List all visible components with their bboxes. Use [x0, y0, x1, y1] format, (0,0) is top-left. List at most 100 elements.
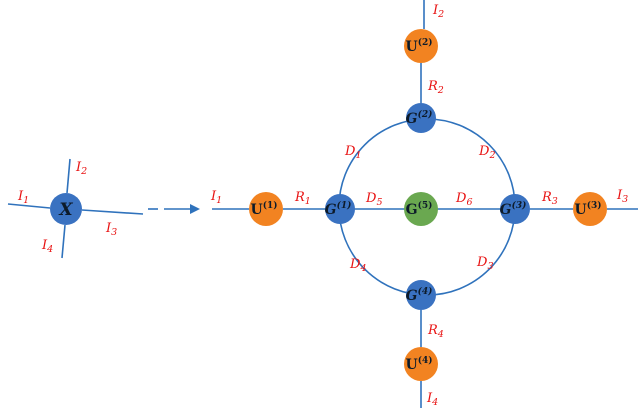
u2-sup: (2) [418, 37, 433, 48]
edge-label-r2: R2 [427, 79, 444, 96]
i2-sub: 2 [80, 166, 87, 177]
edge-label-d4: D4 [349, 257, 366, 274]
i4-base: I [41, 238, 48, 253]
i1-base: I [17, 189, 24, 204]
g5-sup: (5) [418, 200, 433, 211]
u3-base: U [575, 202, 587, 218]
core-g5-node [404, 192, 438, 226]
edge-label-i3: I3 [616, 188, 628, 205]
i3b-sub: 3 [622, 194, 628, 205]
tensor-x-label: X [58, 200, 73, 220]
edge-label-d1: D1 [344, 144, 361, 161]
g3-base: G [500, 202, 512, 218]
d5-base: D [365, 191, 377, 206]
g5-base: G [406, 202, 418, 218]
d3-sub: 3 [487, 261, 493, 272]
core-g1-label: G(1) [325, 200, 352, 218]
r1-base: R [294, 190, 305, 205]
d2-sub: 2 [488, 150, 495, 161]
g4-sup: (4) [418, 286, 433, 297]
x-edge-up [66, 158, 71, 194]
i1-sub: 1 [23, 195, 29, 206]
u4-base: U [406, 357, 418, 373]
r3-base: R [541, 190, 552, 205]
x-edge-right [81, 209, 144, 215]
core-g2-node [406, 103, 436, 133]
r3-sub: 3 [552, 196, 558, 207]
tensor-x-node [50, 193, 82, 225]
edge-label-r4: R4 [427, 323, 444, 340]
d1-base: D [344, 144, 356, 159]
edge-label-i3-left: I3 [105, 221, 117, 238]
edge-label-d2: D2 [478, 144, 495, 161]
r2-sub: 2 [437, 85, 444, 96]
i4b-sub: 4 [431, 397, 438, 408]
factor-u3-node [573, 192, 607, 226]
edge-label-d6: D6 [455, 191, 472, 208]
node-labels: U(1) U(2) U(3) U(4) G(1) G(2) G(3) G(4) … [251, 37, 602, 373]
edge-label-i4: I4 [426, 391, 438, 408]
i3-sub: 3 [111, 227, 117, 238]
r1-sub: 1 [305, 196, 311, 207]
u2-base: U [406, 39, 418, 55]
core-g4-node [406, 280, 436, 310]
factor-u4-node [404, 347, 438, 381]
edge-label-i2: I2 [432, 3, 444, 20]
edge-label-r1: R1 [294, 190, 311, 207]
g2-base: G [406, 111, 418, 127]
core-g4-label: G(4) [406, 286, 433, 304]
d6-base: D [455, 191, 467, 206]
g4-base: G [406, 288, 418, 304]
i1b-base: I [210, 189, 217, 204]
d1-sub: 1 [355, 150, 361, 161]
d2-base: D [478, 144, 490, 159]
factor-u2-node [404, 29, 438, 63]
edge-label-d5: D5 [365, 191, 382, 208]
factor-u4-label: U(4) [406, 355, 433, 373]
core-g5-label: G(5) [406, 200, 433, 218]
i4-sub: 4 [46, 244, 53, 255]
g1-base: G [325, 202, 337, 218]
d6-sub: 6 [466, 197, 472, 208]
i3-base: I [105, 221, 112, 236]
u3-sup: (3) [587, 200, 602, 211]
i4b-base: I [426, 391, 433, 406]
tensor-x-group: X I1 I2 I3 I4 [7, 158, 144, 259]
x-edge-left [7, 203, 51, 209]
maps-to-arrow [148, 204, 200, 214]
factor-u2-label: U(2) [406, 37, 433, 55]
edge-label-i4-left: I4 [41, 238, 53, 255]
g3-sup: (3) [512, 200, 527, 211]
core-g3-label: G(3) [500, 200, 527, 218]
d5-sub: 5 [376, 197, 382, 208]
i3b-base: I [616, 188, 623, 203]
i2-base: I [75, 160, 82, 175]
core-g2-label: G(2) [406, 109, 433, 127]
edge-label-i2-left: I2 [75, 160, 87, 177]
edge-label-i1-left: I1 [17, 189, 29, 206]
d4-sub: 4 [359, 263, 366, 274]
factor-u1-label: U(1) [251, 200, 278, 218]
d4-base: D [349, 257, 361, 272]
u1-sup: (1) [263, 200, 278, 211]
g1-sup: (1) [337, 200, 352, 211]
u1-base: U [251, 202, 263, 218]
network-nodes [249, 29, 607, 381]
factor-u3-label: U(3) [575, 200, 602, 218]
core-g1-node [325, 194, 355, 224]
i1b-sub: 1 [216, 195, 222, 206]
u4-sup: (4) [418, 355, 433, 366]
r4-sub: 4 [437, 329, 444, 340]
edge-label-r3: R3 [541, 190, 558, 207]
d3-base: D [476, 255, 488, 270]
i2b-base: I [432, 3, 439, 18]
x-edge-down [61, 224, 66, 259]
core-g3-node [500, 194, 530, 224]
network-edge-labels: I1 R1 D5 D6 R3 I3 I2 R2 R4 I4 D1 [210, 3, 628, 408]
arrow-head-icon [190, 204, 200, 214]
r4-base: R [427, 323, 438, 338]
i2b-sub: 2 [437, 9, 444, 20]
factor-u1-node [249, 192, 283, 226]
